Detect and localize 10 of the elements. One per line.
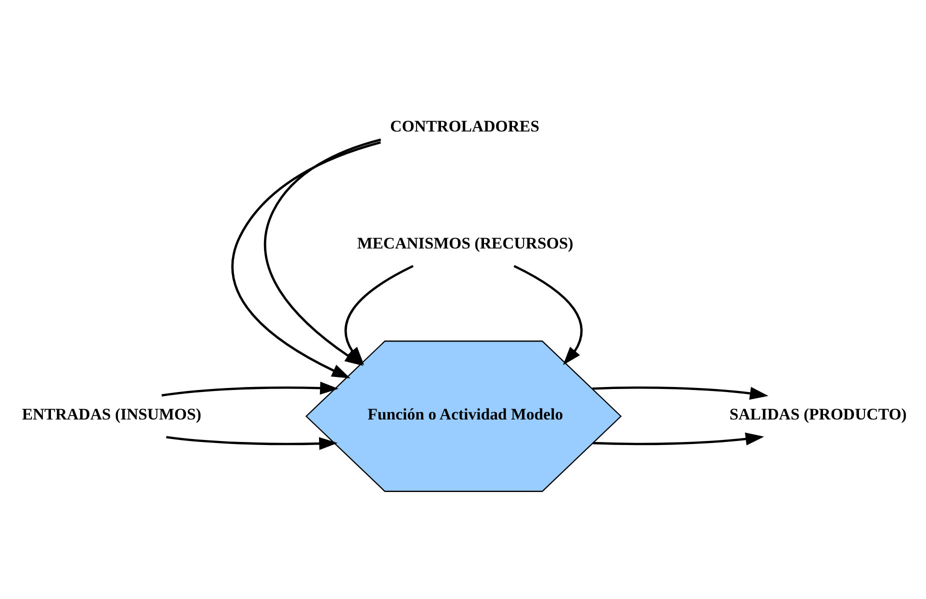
arrow [231,141,381,378]
node-text: ENTRADAS (INSUMOS) [22,406,202,424]
node-text: MECANISMOS (RECURSOS) [357,235,574,252]
node-text: CONTROLADORES [390,118,540,136]
arrow [592,386,768,400]
node-text: SALIDAS (PRODUCTO) [730,406,907,424]
arrow [166,436,338,450]
arrow [514,264,583,366]
arrow [592,432,764,446]
arrow [162,382,339,397]
